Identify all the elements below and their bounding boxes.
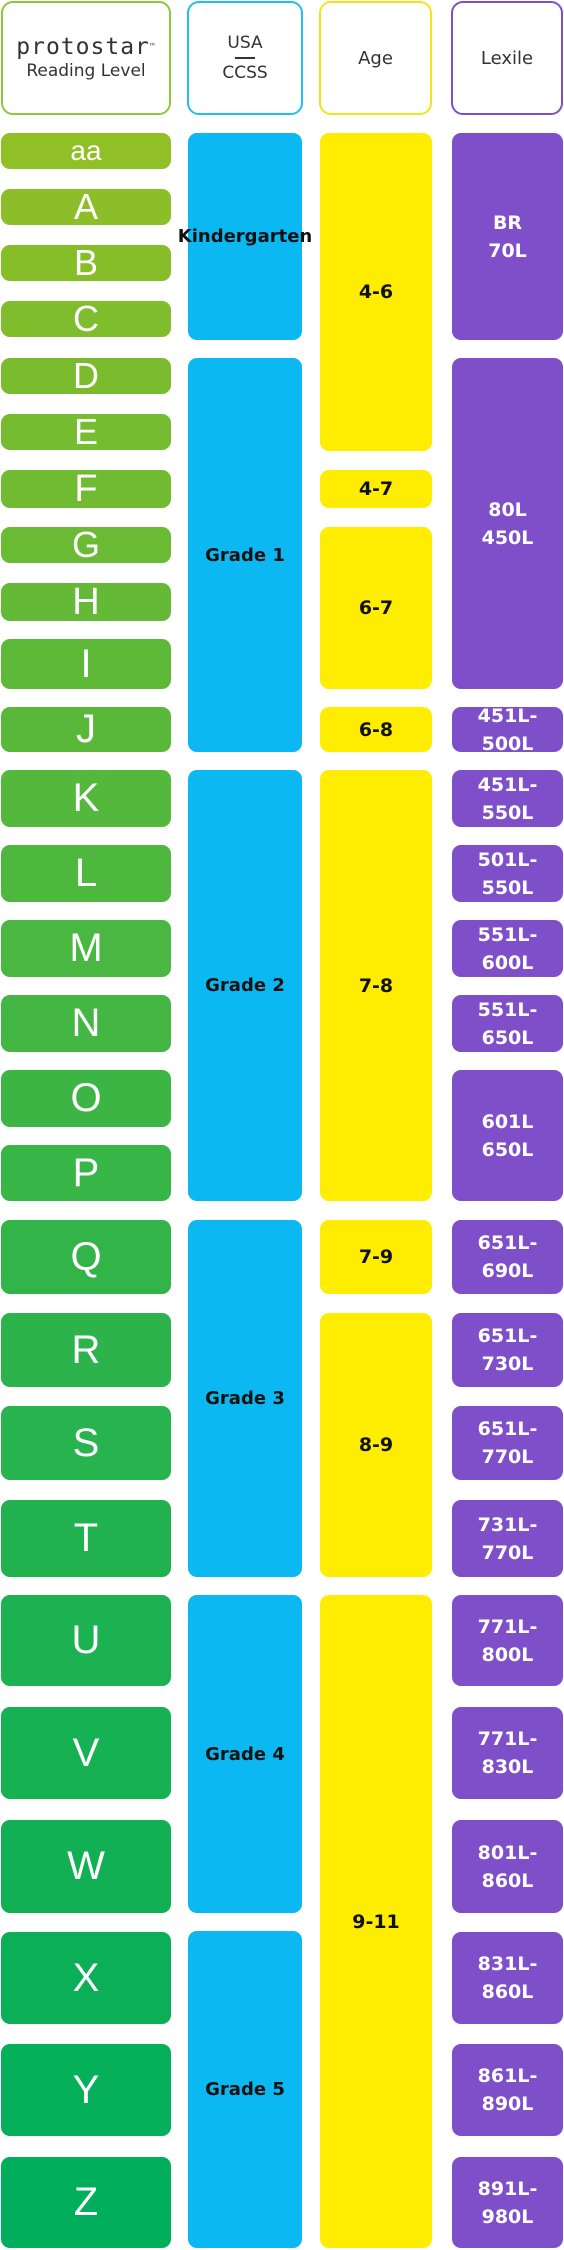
level-u: U (1, 1595, 171, 1686)
level-y: Y (1, 2044, 171, 2136)
lexile-range: 801L-860L (452, 1820, 563, 1913)
lexile-range: 861L-890L (452, 2044, 563, 2136)
level-aa: aa (1, 133, 171, 169)
level-r: R (1, 1313, 171, 1387)
reading-level-label: Reading Level (26, 61, 146, 81)
ccss-label: CCSS (222, 63, 268, 83)
level-d: D (1, 355, 171, 396)
lexile-range: 80L 450L (452, 358, 563, 689)
lexile-header: Lexile (451, 1, 563, 115)
lexile-value: 601L (481, 1110, 534, 1133)
lexile-range: 501L-550L (452, 845, 563, 902)
lexile-range: 651L-730L (452, 1313, 563, 1387)
age-8-9: 8-9 (320, 1313, 432, 1577)
lexile-value: 551L-650L (477, 998, 538, 1049)
level-h: H (1, 581, 171, 623)
lexile-value: 731L-770L (477, 1513, 538, 1564)
level-q: Q (1, 1220, 171, 1294)
grade-1: Grade 1 (188, 358, 302, 752)
level-f: F (1, 468, 171, 510)
lexile-value: 651L-770L (477, 1418, 538, 1468)
lexile-range: 891L-980L (452, 2157, 563, 2248)
level-k: K (1, 770, 171, 827)
lexile-value: 651L-730L (477, 1325, 538, 1375)
lexile-range: 551L-650L (452, 995, 563, 1052)
age-label: Age (358, 47, 393, 69)
grade-4: Grade 4 (188, 1595, 302, 1913)
level-e: E (1, 411, 171, 452)
lexile-value-end: 450L (481, 526, 534, 549)
usa-ccss-header: USA CCSS (187, 1, 303, 115)
level-p: P (1, 1145, 171, 1201)
level-x: X (1, 1932, 171, 2024)
grade-5: Grade 5 (188, 1931, 302, 2248)
level-v: V (1, 1707, 171, 1799)
lexile-value: 891L-980L (477, 2177, 538, 2228)
lexile-range: 651L-770L (452, 1406, 563, 1480)
grade-kindergarten: Kindergarten (178, 133, 312, 340)
lexile-range: 831L-860L (452, 1932, 563, 2024)
level-z: Z (1, 2157, 171, 2248)
lexile-range: 451L-550L (452, 770, 563, 827)
lexile-range: BR 70L (452, 133, 563, 340)
level-t: T (1, 1500, 171, 1577)
level-c: C (1, 298, 171, 339)
level-b: B (1, 242, 171, 283)
age-6-7: 6-7 (320, 527, 432, 689)
age-header: Age (319, 1, 432, 115)
level-w: W (1, 1820, 171, 1913)
protostar-logo: protostar™ (16, 34, 156, 60)
age-4-7: 4-7 (320, 470, 432, 508)
reading-level-header: protostar™ Reading Level (1, 1, 171, 115)
lexile-value: 771L-800L (477, 1615, 538, 1666)
lexile-range: 771L-830L (452, 1707, 563, 1799)
header-divider (235, 57, 255, 59)
level-s: S (1, 1406, 171, 1480)
level-o: O (1, 1070, 171, 1127)
lexile-value: 801L-860L (477, 1841, 538, 1892)
lexile-value: 451L-500L (477, 704, 538, 755)
age-4-6: 4-6 (320, 133, 432, 451)
age-9-11: 9-11 (320, 1595, 432, 2248)
lexile-range: 551L-600L (452, 920, 563, 977)
level-l: L (1, 845, 171, 902)
lexile-range: 451L-500L (452, 705, 563, 755)
lexile-range: 601L 650L (452, 1070, 563, 1201)
grade-2: Grade 2 (188, 770, 302, 1201)
lexile-value: 771L-830L (477, 1728, 538, 1778)
age-7-8: 7-8 (320, 770, 432, 1201)
usa-label: USA (227, 33, 263, 53)
level-n: N (1, 995, 171, 1052)
lexile-value-end: 70L (488, 239, 527, 262)
level-a: A (1, 186, 171, 227)
lexile-value: 831L-860L (477, 1953, 538, 2003)
age-6-8: 6-8 (320, 707, 432, 752)
lexile-range: 731L-770L (452, 1500, 563, 1577)
lexile-value: 861L-890L (477, 2065, 538, 2115)
level-j: J (1, 707, 171, 752)
level-i: I (1, 639, 171, 689)
level-g: G (1, 524, 171, 565)
lexile-range: 771L-800L (452, 1595, 563, 1686)
age-7-9: 7-9 (320, 1220, 432, 1294)
lexile-value: 451L-550L (477, 773, 538, 824)
lexile-value: 651L-690L (477, 1232, 538, 1282)
lexile-label: Lexile (480, 47, 534, 69)
lexile-value: 501L-550L (477, 848, 538, 899)
level-m: M (1, 920, 171, 977)
lexile-value: 80L (488, 498, 527, 521)
lexile-value-end: 650L (481, 1138, 534, 1161)
lexile-value: BR (492, 211, 523, 234)
lexile-range: 651L-690L (452, 1220, 563, 1294)
grade-3: Grade 3 (188, 1220, 302, 1577)
lexile-value: 551L-600L (477, 923, 538, 974)
